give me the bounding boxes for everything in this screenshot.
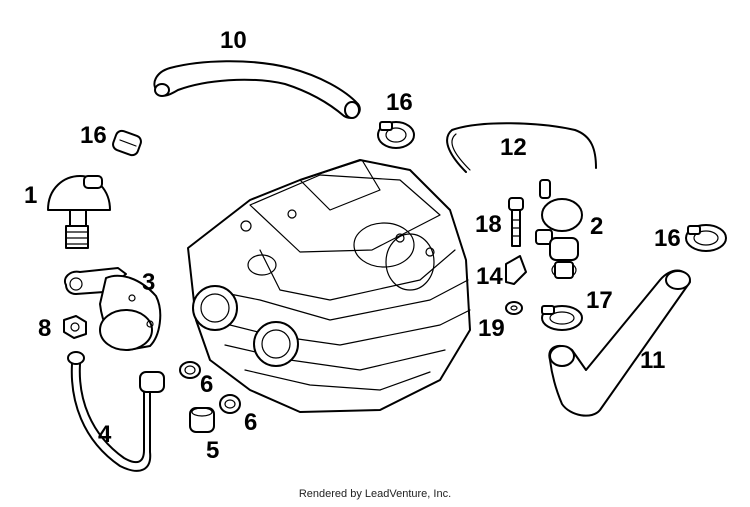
callout-12: 12 [500, 134, 527, 161]
part-3-bracket [64, 267, 162, 351]
footer-credit: Rendered by LeadVenture, Inc. [298, 488, 452, 500]
part-10-hose [153, 60, 361, 119]
callout-14: 14 [476, 263, 503, 290]
callout-11: 11 [640, 347, 665, 374]
callout-19: 19 [478, 315, 505, 342]
part-11-hose [548, 269, 691, 417]
callout-16-left: 16 [80, 122, 107, 149]
callout-6-upper: 6 [200, 371, 213, 398]
part-6-oring-upper [179, 361, 201, 379]
callout-16-right: 16 [654, 225, 681, 252]
part-16-clamp-right [685, 224, 727, 252]
callout-8: 8 [38, 315, 51, 342]
part-2-valve [535, 179, 583, 279]
callout-2: 2 [590, 213, 603, 240]
part-14-bracket [505, 255, 527, 285]
callout-1: 1 [24, 182, 37, 209]
part-4-pipe [67, 351, 165, 472]
part-18-bolt [508, 197, 524, 247]
callout-18: 18 [475, 211, 502, 238]
callout-3: 3 [142, 269, 155, 296]
part-17-clamp [541, 305, 583, 331]
callout-6-lower: 6 [244, 409, 257, 436]
part-8-nut [63, 315, 87, 339]
part-5-plug [189, 407, 215, 433]
callout-5: 5 [206, 437, 219, 464]
part-1-valve [47, 175, 111, 249]
callout-17: 17 [586, 287, 613, 314]
callout-16-top: 16 [386, 89, 413, 116]
cylinder-head [187, 159, 471, 413]
callout-10: 10 [220, 27, 247, 54]
part-19-washer [505, 301, 523, 315]
part-6-oring-lower [219, 394, 241, 414]
callout-4: 4 [98, 421, 112, 448]
part-12-hose [446, 122, 597, 173]
part-16-clamp-left [112, 129, 142, 157]
part-16-clamp-top [377, 121, 415, 149]
